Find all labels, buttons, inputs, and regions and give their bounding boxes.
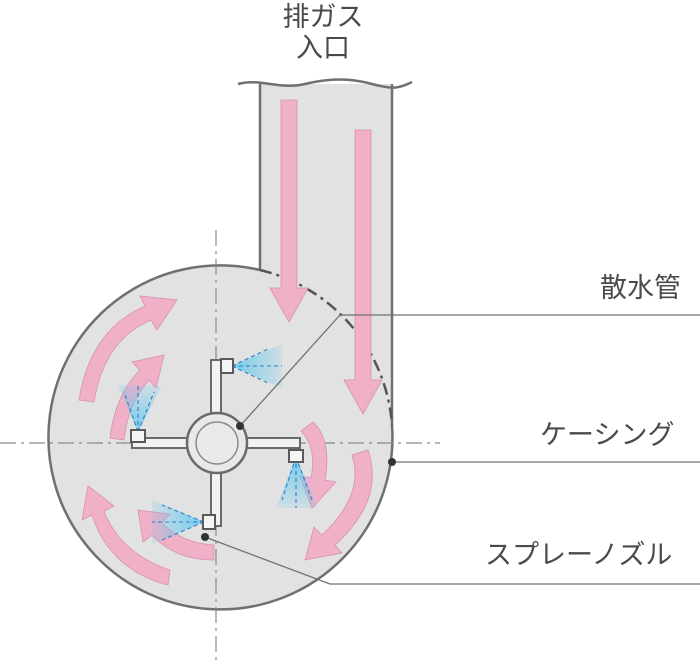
spray-pipe [131,359,301,527]
spray-cones [118,344,318,544]
leader-lines [204,314,700,585]
spray-nozzles [130,358,304,530]
inlet-label-line2: 入口 [296,33,350,65]
spray-nozzle-label: スプレーノズル [485,540,673,571]
leader-dots [201,422,396,541]
inlet-label: 排ガス 入口 [273,2,373,64]
casing-label: ケーシング [540,420,675,451]
spray-pipe-label: 散水管 [600,273,681,304]
inlet-label-line1: 排ガス [282,2,364,33]
